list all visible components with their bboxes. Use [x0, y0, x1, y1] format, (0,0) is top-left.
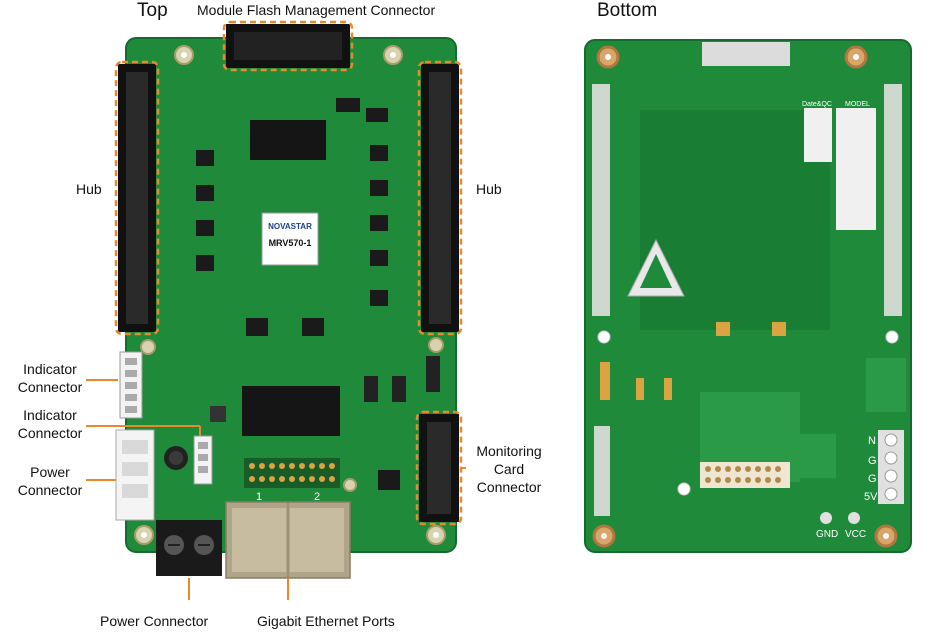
- power-side-line-1: Power: [30, 464, 70, 480]
- monitoring-line-2: Card: [493, 461, 525, 477]
- chip-model: MRV570-1: [268, 238, 312, 248]
- pin-label-g1: G: [868, 455, 877, 467]
- port-number-2: 2: [314, 491, 321, 503]
- module-flash-label: Module Flash Management Connector: [197, 2, 436, 18]
- date-qc-label: Date&QC: [802, 101, 832, 108]
- chip-brand: NOVASTAR: [268, 222, 312, 231]
- gigabit-ports-label: Gigabit Ethernet Ports: [257, 613, 395, 629]
- hub-left-label: Hub: [76, 181, 102, 197]
- indicator-2-line-1: Indicator: [23, 407, 77, 423]
- indicator-connector-1-label: Indicator Connector: [8, 360, 92, 396]
- power-side-line-2: Connector: [17, 482, 83, 498]
- model-label: MODEL: [845, 101, 870, 108]
- top-board: [86, 20, 466, 600]
- indicator-2-line-2: Connector: [17, 425, 83, 441]
- indicator-connector-2-label: Indicator Connector: [8, 406, 92, 442]
- indicator-1-line-2: Connector: [17, 379, 83, 395]
- pin-label-g2: G: [868, 473, 877, 485]
- hub-right-label: Hub: [476, 181, 502, 197]
- bottom-board: [584, 39, 912, 553]
- power-side-label: Power Connector: [8, 463, 92, 499]
- top-title: Top: [137, 0, 168, 21]
- monitoring-card-label: Monitoring Card Connector: [466, 442, 552, 496]
- power-connector-bottom-label: Power Connector: [100, 613, 209, 629]
- bottom-title: Bottom: [597, 0, 658, 21]
- pin-label-n: N: [868, 435, 876, 447]
- vcc-label: VCC: [845, 529, 867, 540]
- gnd-label: GND: [816, 529, 839, 540]
- indicator-1-line-1: Indicator: [23, 361, 77, 377]
- monitoring-line-1: Monitoring: [476, 443, 542, 459]
- pin-label-5v: 5V: [864, 491, 878, 503]
- port-number-1: 1: [256, 491, 263, 503]
- monitoring-line-3: Connector: [476, 479, 542, 495]
